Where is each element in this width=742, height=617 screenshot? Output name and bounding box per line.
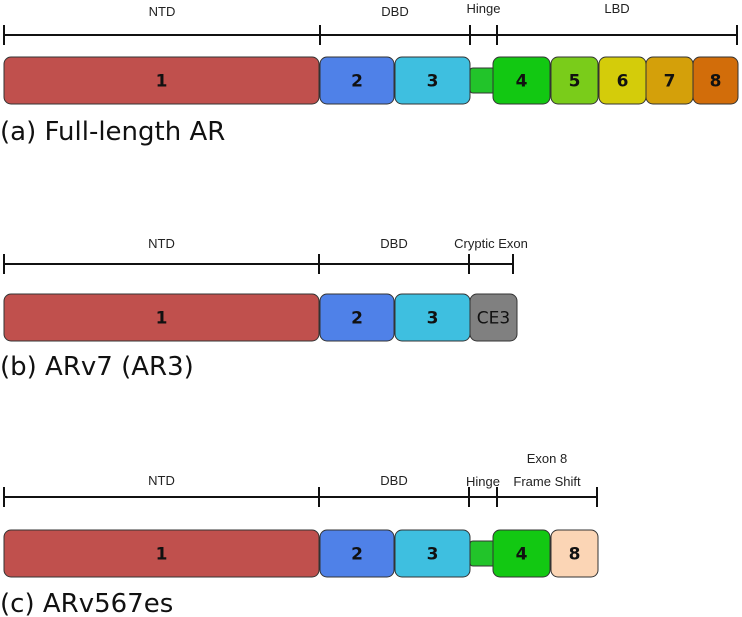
exon-label: 1 (156, 545, 168, 565)
region-label: NTD (148, 473, 175, 488)
panel-caption: (b) ARv7 (AR3) (0, 352, 194, 382)
region-label: Frame Shift (513, 474, 581, 489)
region-label: Hinge (466, 474, 500, 489)
exon-label: 2 (351, 72, 363, 92)
hinge-segment (469, 67, 497, 94)
hinge-segment (469, 540, 497, 567)
exon-label: 6 (617, 72, 629, 92)
exon-box (692, 56, 739, 105)
exon-label: CE3 (477, 309, 510, 329)
exon-box (319, 529, 395, 578)
region-label: Hinge (467, 1, 501, 16)
exon-label: 8 (710, 72, 722, 92)
exon-box (319, 293, 395, 342)
panel-caption: (a) Full-length AR (0, 117, 225, 147)
exon-box (3, 293, 320, 342)
exon-label: 1 (156, 72, 168, 92)
exon-label: 2 (351, 309, 363, 329)
exon-box (492, 529, 551, 578)
exon-box (3, 56, 320, 105)
region-label: NTD (148, 236, 175, 251)
exon-box (3, 529, 320, 578)
region-label: DBD (380, 473, 407, 488)
exon-label: 2 (351, 545, 363, 565)
exon-box (550, 529, 599, 578)
exon-label: 5 (569, 72, 581, 92)
exon-label: 7 (664, 72, 676, 92)
panel-2: NTD DBD Cryptic Exon 1 2 3 CE3 (b) ARv7 (AR3) (0, 236, 528, 382)
exon-label: 3 (427, 309, 439, 329)
exon-label: 4 (516, 72, 528, 92)
region-label: NTD (149, 4, 176, 19)
exon-box (469, 293, 518, 342)
panel-1: NTD DBD Hinge LBD 1 2 3 4 5 6 7 8 (a) Full-length AR (0, 1, 739, 147)
region-label: DBD (381, 4, 408, 19)
region-label: LBD (604, 1, 629, 16)
exon-label: 1 (156, 309, 168, 329)
exon-box (319, 56, 395, 105)
exon-label: 3 (427, 72, 439, 92)
region-label: Cryptic Exon (454, 236, 528, 251)
region-label: Exon 8 (527, 451, 567, 466)
exon-label: 3 (427, 545, 439, 565)
exon-label: 4 (516, 545, 528, 565)
panel-3: NTD DBD Hinge Exon 8 Frame Shift 1 2 3 4 8 (c) ARv… (0, 451, 599, 617)
exon-label: 8 (569, 545, 581, 565)
panel-caption: (c) ARv567es (0, 589, 173, 617)
exon-box (492, 56, 551, 105)
exon-box (550, 56, 599, 105)
region-label: DBD (380, 236, 407, 251)
